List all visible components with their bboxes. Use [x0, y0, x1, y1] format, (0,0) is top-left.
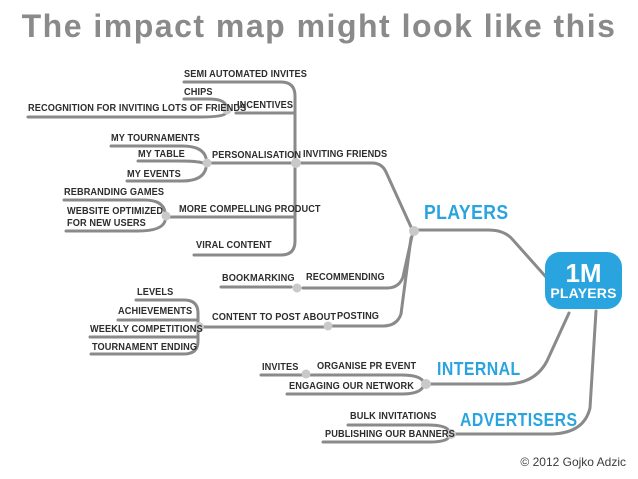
line-trunk-inviting-friends — [182, 80, 297, 257]
line-players-to-goal — [414, 228, 548, 279]
label-website-optimized: WEBSITE OPTIMIZED FOR NEW USERS — [67, 206, 164, 229]
label-personalisation: PERSONALISATION — [212, 150, 302, 161]
node-dot-internal — [421, 379, 431, 389]
line-my-table — [136, 159, 205, 165]
label-my-events: MY EVENTS — [127, 169, 181, 180]
label-achievements: ACHIEVEMENTS — [118, 306, 193, 317]
line-website-optimized — [64, 219, 167, 233]
line-my-events — [125, 166, 208, 183]
label-invites: INVITES — [262, 362, 299, 373]
line-advertisers-to-goal — [451, 309, 598, 436]
line-bulk-invitations — [346, 423, 451, 433]
label-bookmarking: BOOKMARKING — [222, 273, 295, 284]
line-invites-organise-pr-event — [259, 373, 425, 383]
node-dot-incentives — [222, 105, 232, 115]
actor-label-players: PLAYERS — [424, 202, 509, 224]
line-my-tournaments — [109, 144, 208, 160]
label-recommending: RECOMMENDING — [306, 272, 385, 283]
label-publishing-our-banners: PUBLISHING OUR BANNERS — [325, 429, 455, 440]
label-levels: LEVELS — [137, 287, 174, 298]
label-semi-automated-invites: SEMI AUTOMATED INVITES — [184, 69, 308, 80]
label-tournament-ending: TOURNAMENT ENDING — [92, 342, 198, 353]
line-recommending-to-players — [301, 234, 414, 290]
label-my-table: MY TABLE — [138, 149, 185, 160]
label-rebranding-games: REBRANDING GAMES — [64, 187, 165, 198]
line-engaging-our-network — [285, 385, 425, 396]
label-recognition: RECOGNITION FOR INVITING LOTS OF FRIENDS — [28, 103, 247, 114]
label-posting: POSTING — [337, 311, 380, 322]
label-inviting-friends: INVITING FRIENDS — [303, 149, 388, 160]
goal-node-1m-players: 1M PLAYERS — [545, 252, 622, 309]
label-weekly-competitions: WEEKLY COMPETITIONS — [90, 324, 203, 335]
node-dot-advertisers — [446, 429, 456, 439]
line-rebranding-games — [62, 198, 167, 214]
label-organise-pr-event: ORGANISE PR EVENT — [317, 361, 417, 372]
node-dot-more-compelling — [161, 211, 171, 221]
node-dot-content-to-post — [194, 322, 204, 332]
line-chips — [182, 97, 228, 108]
label-more-compelling-product: MORE COMPELLING PRODUCT — [179, 204, 321, 215]
line-inviting-friends-to-players — [296, 161, 413, 229]
node-dot-players — [409, 226, 419, 236]
label-engaging-our-network: ENGAGING OUR NETWORK — [289, 381, 415, 392]
label-my-tournaments: MY TOURNAMENTS — [111, 133, 200, 144]
goal-line1: 1M — [565, 257, 602, 288]
node-dot-posting — [323, 321, 333, 331]
node-dot-recommending — [292, 283, 302, 293]
node-dot-organise-pr — [301, 369, 311, 379]
label-viral-content: VIRAL CONTENT — [196, 240, 272, 251]
label-content-to-post-about: CONTENT TO POST ABOUT — [212, 312, 337, 323]
actor-label-internal: INTERNAL — [437, 359, 521, 379]
line-posting-to-players — [330, 236, 413, 328]
node-dot-inviting-friends — [291, 158, 301, 168]
label-incentives: INCENTIVES — [237, 100, 294, 111]
label-bulk-invitations: BULK INVITATIONS — [350, 411, 437, 422]
copyright-text: © 2012 Gojko Adzic — [520, 455, 626, 469]
node-dot-personalisation — [202, 158, 212, 168]
actor-label-advertisers: ADVERTISERS — [460, 410, 578, 430]
line-internal-to-goal — [426, 311, 571, 386]
goal-line2: PLAYERS — [550, 284, 617, 301]
label-chips: CHIPS — [184, 87, 213, 98]
slide-title: The impact map might look like this — [21, 8, 617, 44]
